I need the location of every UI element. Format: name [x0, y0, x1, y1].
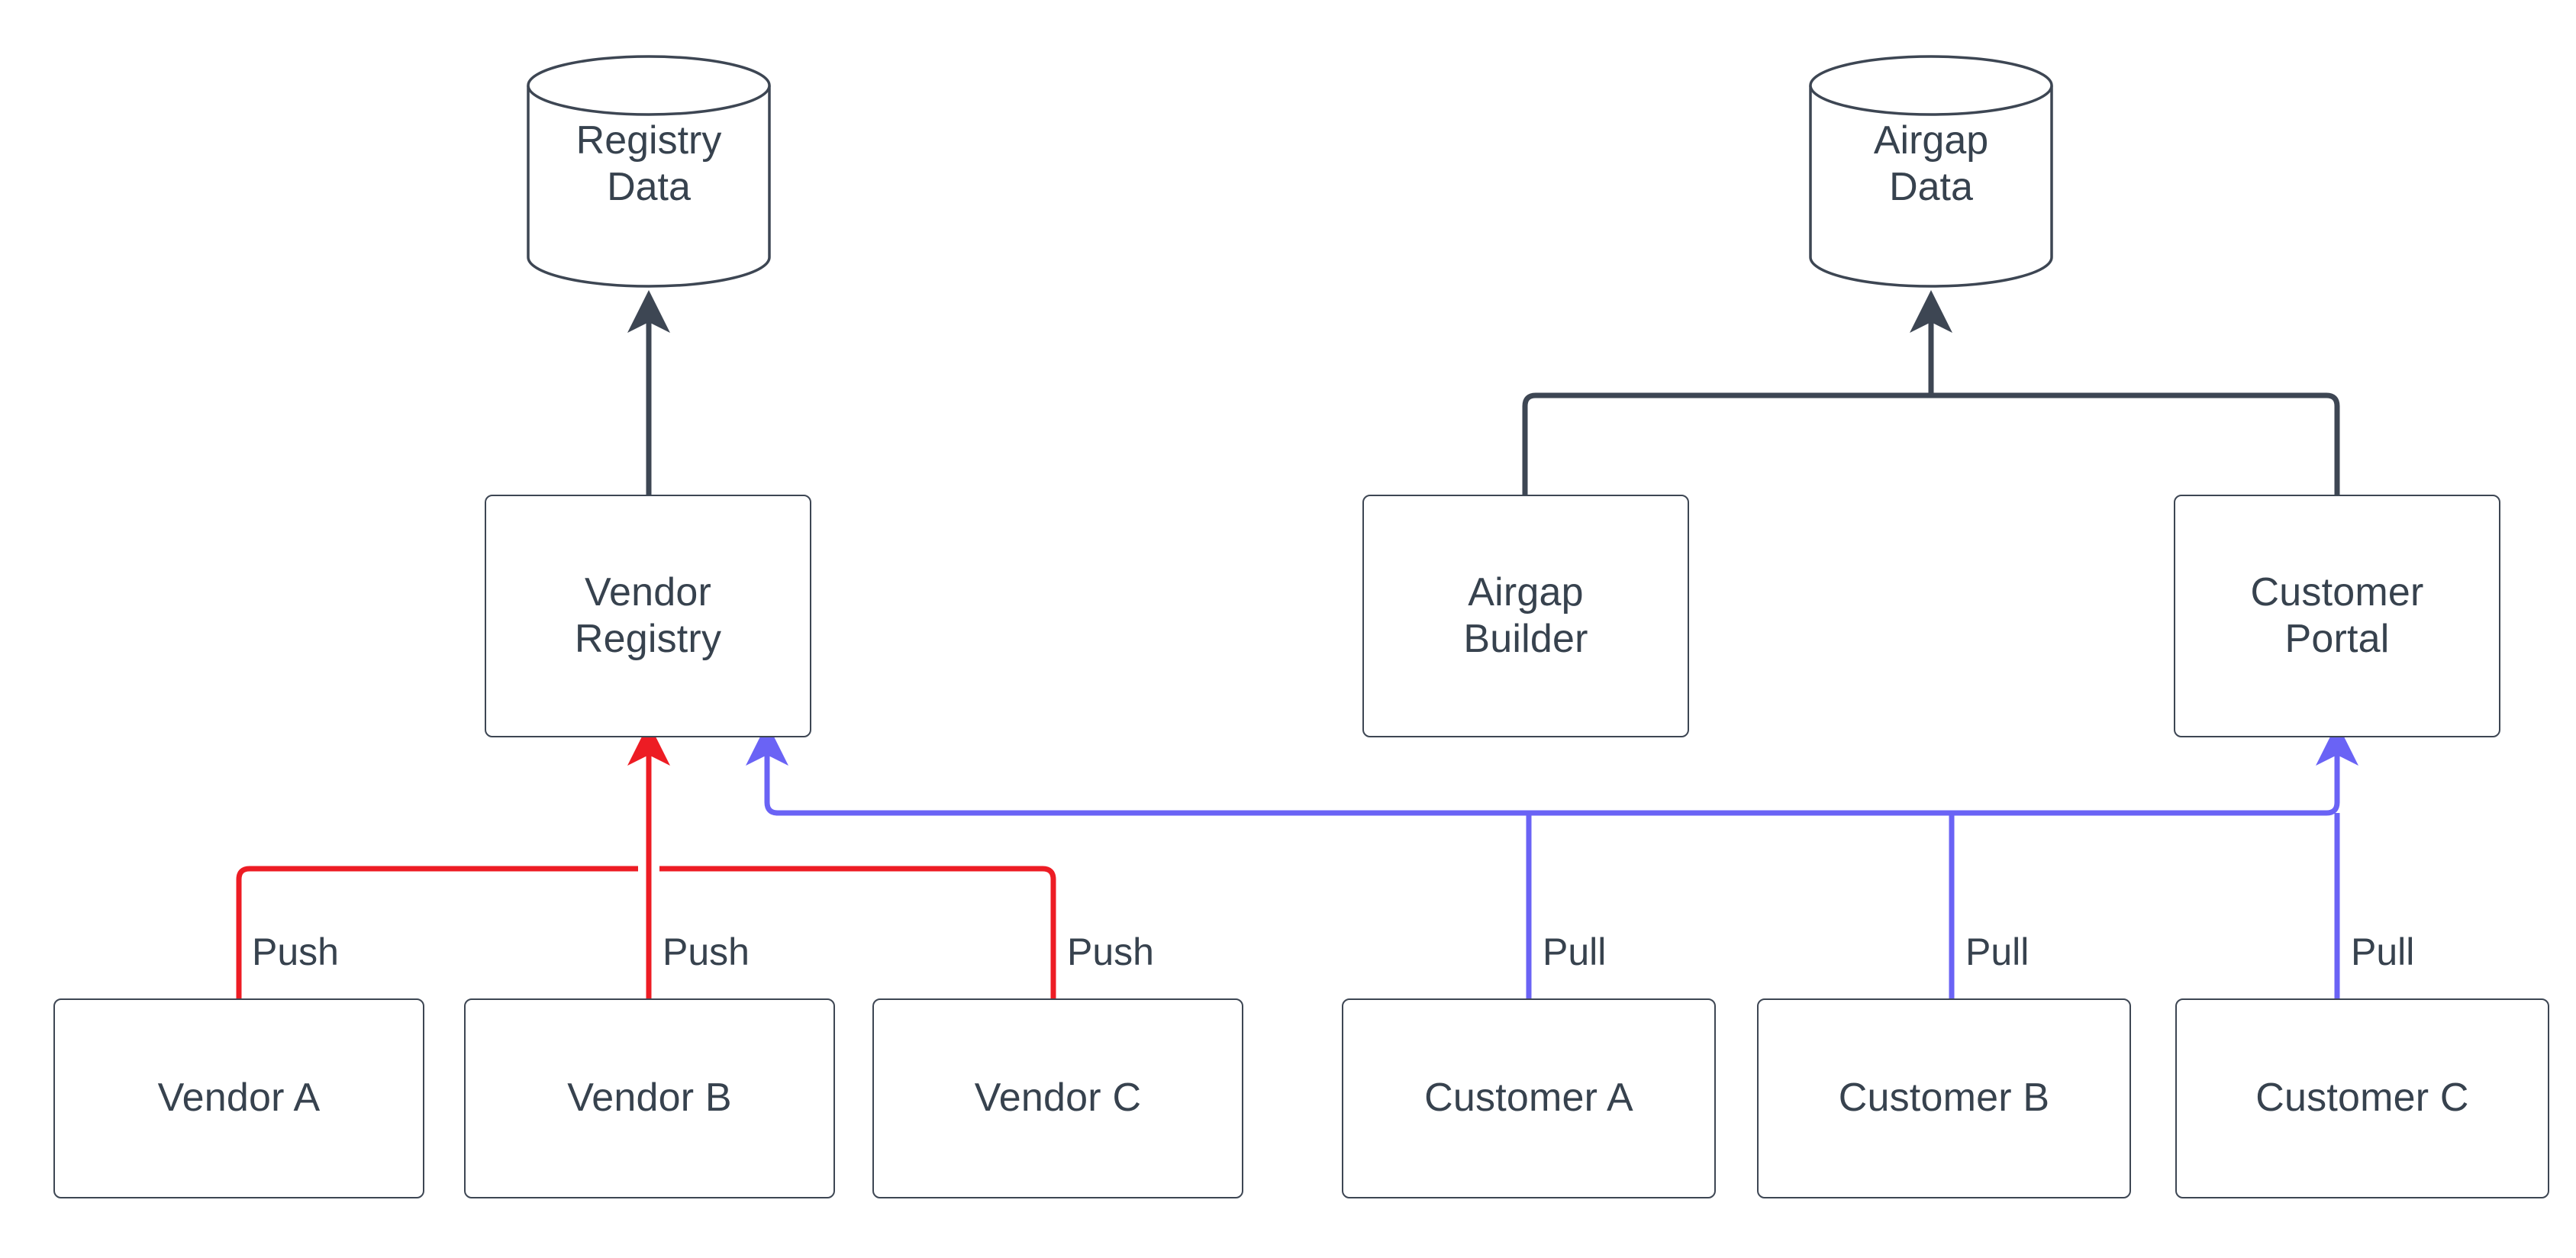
cylinder-shape [1809, 55, 2053, 288]
node-vendor-b[interactable]: Vendor B [464, 998, 835, 1198]
node-customer-b[interactable]: Customer B [1757, 998, 2131, 1198]
node-vendor-registry[interactable]: Vendor Registry [485, 495, 811, 737]
edge-vendor-c-push [659, 866, 1056, 998]
edge-label-pull-a: Pull [1543, 931, 1607, 973]
node-customer-a[interactable]: Customer A [1342, 998, 1716, 1198]
datastore-airgap-data[interactable]: Airgap Data [1809, 55, 2053, 288]
node-airgap-builder[interactable]: Airgap Builder [1362, 495, 1689, 737]
node-customer-c[interactable]: Customer C [2175, 998, 2549, 1198]
edge-pull-trunk [764, 766, 2340, 816]
edge-label-pull-c: Pull [2351, 931, 2415, 973]
edge-label-push-a: Push [252, 931, 339, 973]
edge-customer-portal-to-airgap-data [1931, 392, 2340, 495]
node-vendor-c[interactable]: Vendor C [872, 998, 1243, 1198]
node-customer-portal[interactable]: Customer Portal [2174, 495, 2500, 737]
node-vendor-a[interactable]: Vendor A [53, 998, 424, 1198]
edge-vendor-a-push [236, 866, 638, 998]
cylinder-shape [527, 55, 771, 288]
edge-label-pull-b: Pull [1965, 931, 2030, 973]
datastore-registry-data[interactable]: Registry Data [527, 55, 771, 288]
edge-airgap-builder-to-airgap-data [1522, 392, 1931, 495]
edge-label-push-b: Push [663, 931, 750, 973]
edge-label-push-c: Push [1067, 931, 1154, 973]
